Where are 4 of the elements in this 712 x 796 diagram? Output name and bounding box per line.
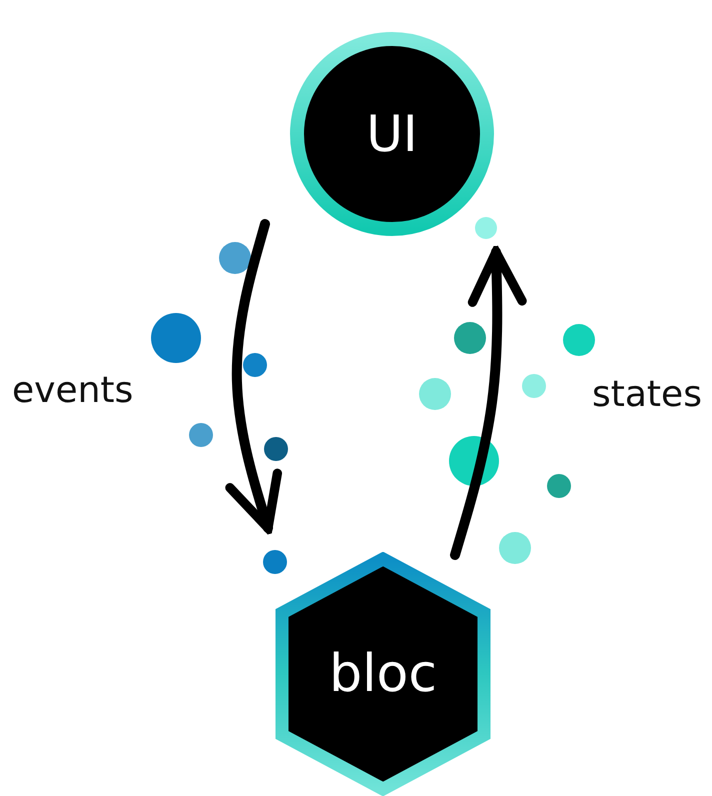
node-label: bloc — [329, 648, 437, 700]
curved-arrow — [450, 247, 527, 560]
curved-arrow — [225, 219, 282, 533]
node-label: UI — [366, 109, 418, 159]
